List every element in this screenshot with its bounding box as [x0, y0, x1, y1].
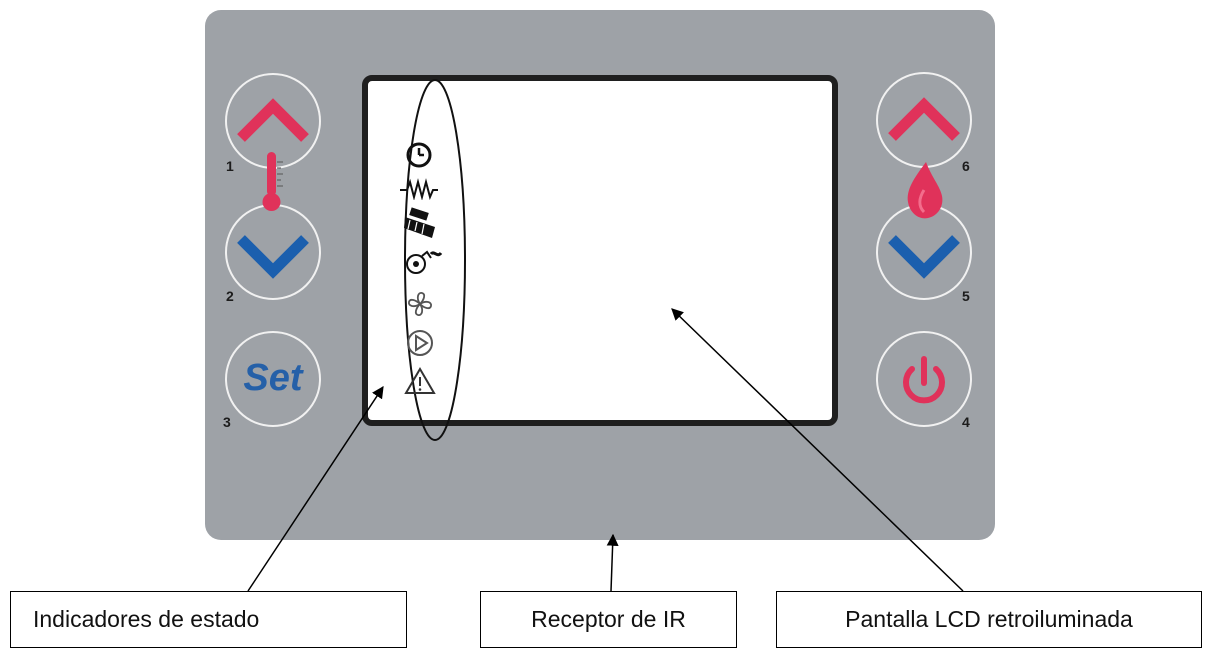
button-number-3: 3	[223, 414, 231, 430]
on-off-button[interactable]	[876, 331, 972, 427]
blower-icon	[406, 250, 443, 274]
clock-icon	[406, 142, 432, 168]
fan-icon	[408, 292, 432, 316]
status-indicators-callout: Indicadores de estado	[10, 591, 407, 648]
lcd-screen	[362, 75, 838, 426]
power-icon	[903, 356, 945, 404]
button-number-1: 1	[226, 158, 234, 174]
chevron-up-icon	[888, 97, 960, 141]
chevron-down-icon	[888, 235, 960, 279]
button-number-4: 4	[962, 414, 970, 430]
status-indicators-arrow	[247, 385, 384, 592]
button-number-5: 5	[962, 288, 970, 304]
status-indicators-group	[404, 79, 466, 441]
set-label: Set	[243, 357, 303, 399]
chevron-down-icon	[237, 235, 309, 279]
chevron-up-icon	[237, 98, 309, 142]
ir-receiver-arrow	[606, 533, 619, 592]
button-number-6: 6	[962, 158, 970, 174]
thermometer-icon	[262, 152, 283, 211]
pump-icon	[407, 330, 433, 356]
lcd-label: Pantalla LCD retroiluminada	[845, 606, 1133, 632]
flame-icon	[907, 162, 943, 219]
ir-receiver-label: Receptor de IR	[531, 606, 686, 632]
status-indicators-label: Indicadores de estado	[33, 606, 260, 632]
ir-receiver-callout: Receptor de IR	[480, 591, 737, 648]
set-button[interactable]: Set	[225, 331, 321, 427]
lcd-callout: Pantalla LCD retroiluminada	[776, 591, 1202, 648]
button-number-2: 2	[226, 288, 234, 304]
auger-icon	[404, 207, 435, 238]
lcd-arrow	[671, 308, 964, 592]
warning-icon	[404, 367, 436, 394]
resistor-icon	[400, 178, 438, 200]
